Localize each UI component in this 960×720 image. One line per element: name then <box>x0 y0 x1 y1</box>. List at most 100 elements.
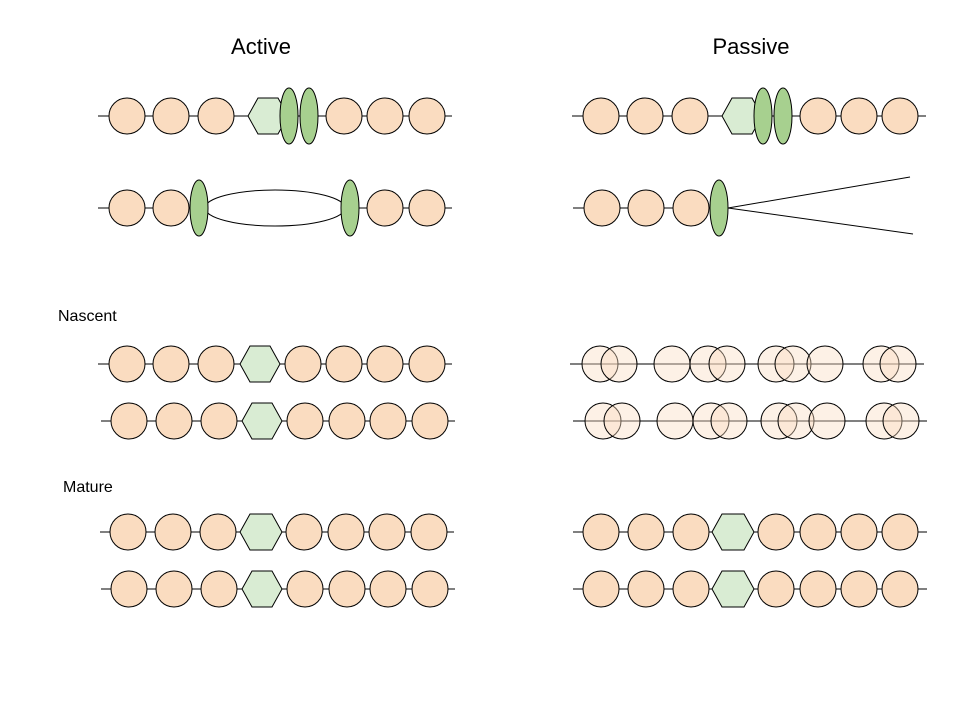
nucleosome-icon <box>757 513 795 551</box>
nucleosome-icon <box>284 345 322 383</box>
nucleosome-icon <box>154 513 192 551</box>
nucleosome-icon <box>109 513 147 551</box>
nucleosome-icon <box>672 513 710 551</box>
nucleosome-icon <box>882 402 920 440</box>
replication-fork-icon <box>709 179 729 237</box>
active-prereplication-strand <box>98 87 452 145</box>
nucleosome-icon <box>200 402 238 440</box>
passive-mature-strand-2 <box>573 570 927 608</box>
active-nascent-strand-2 <box>101 402 455 440</box>
nucleosome-icon <box>881 513 919 551</box>
nucleosome-icon <box>840 570 878 608</box>
nucleosome-icon <box>369 570 407 608</box>
nucleosome-icon <box>328 570 366 608</box>
replication-fork-icon <box>279 87 299 145</box>
nucleosome-icon <box>325 97 363 135</box>
nucleosome-icon <box>110 570 148 608</box>
nucleosome-icon <box>200 570 238 608</box>
replication-fork-icon <box>189 179 209 237</box>
nucleosome-icon <box>286 570 324 608</box>
nucleosome-icon <box>286 402 324 440</box>
nucleosome-icon <box>366 345 404 383</box>
nucleosome-icon <box>582 513 620 551</box>
nucleosome-icon <box>110 402 148 440</box>
passive-nascent-strand-1 <box>570 345 924 383</box>
nucleosome-icon <box>656 402 694 440</box>
nucleosome-icon <box>366 189 404 227</box>
nucleosome-icon <box>806 345 844 383</box>
nucleosome-icon <box>408 189 446 227</box>
marked-nucleosome-icon <box>239 345 281 383</box>
nucleosome-icon <box>672 570 710 608</box>
nucleosome-icon <box>408 345 446 383</box>
active-nascent-strand-1 <box>98 345 452 383</box>
nucleosome-icon <box>368 513 406 551</box>
heading-active: Active <box>231 34 291 59</box>
active-replication-bubble <box>98 179 452 237</box>
nucleosome-icon <box>627 513 665 551</box>
label-nascent: Nascent <box>58 308 117 325</box>
marked-nucleosome-icon <box>711 570 755 608</box>
marked-nucleosome-icon <box>241 570 283 608</box>
marked-nucleosome-icon <box>239 513 283 551</box>
nucleosome-icon <box>689 345 727 383</box>
marked-nucleosome-icon <box>241 402 283 440</box>
nucleosome-icon <box>108 345 146 383</box>
nucleosome-icon <box>108 97 146 135</box>
heading-passive: Passive <box>712 34 789 59</box>
nucleosome-icon <box>152 97 190 135</box>
nucleosome-icon <box>671 97 709 135</box>
nucleosome-icon <box>865 402 903 440</box>
nucleosome-icon <box>757 570 795 608</box>
passive-prereplication-strand <box>572 87 926 145</box>
nucleosome-icon <box>152 189 190 227</box>
nucleosome-icon <box>155 402 193 440</box>
nucleosome-icon <box>584 402 622 440</box>
nucleosome-icon <box>197 97 235 135</box>
nucleosome-icon <box>411 570 449 608</box>
nucleosome-icon <box>627 570 665 608</box>
nucleosome-icon <box>840 513 878 551</box>
nucleosome-icon <box>808 402 846 440</box>
nucleosome-icon <box>777 402 815 440</box>
nucleosome-icon <box>411 402 449 440</box>
nucleosome-icon <box>757 345 795 383</box>
nucleosome-icon <box>199 513 237 551</box>
nucleosome-icon <box>285 513 323 551</box>
nucleosome-icon <box>862 345 900 383</box>
replication-fork-icon <box>340 179 360 237</box>
nucleosome-icon <box>603 402 641 440</box>
nucleosome-icon <box>710 402 748 440</box>
passive-mature-strand-1 <box>573 513 927 551</box>
nucleosome-icon <box>408 97 446 135</box>
daughter-strand-line <box>727 207 914 235</box>
replication-bubble-icon <box>204 189 346 227</box>
replication-fork-icon <box>753 87 773 145</box>
label-mature: Mature <box>63 479 113 496</box>
nucleosome-icon <box>653 345 691 383</box>
passive-replication-fork <box>573 176 914 237</box>
nucleosome-icon <box>325 345 363 383</box>
nucleosome-icon <box>799 570 837 608</box>
nucleosome-icon <box>327 513 365 551</box>
nucleosome-icon <box>840 97 878 135</box>
passive-nascent-strand-2 <box>573 402 927 440</box>
nucleosome-icon <box>672 189 710 227</box>
nucleosome-icon <box>881 570 919 608</box>
nucleosome-icon <box>582 570 620 608</box>
daughter-strand-line <box>727 176 911 209</box>
nucleosome-icon <box>366 97 404 135</box>
nucleosome-icon <box>108 189 146 227</box>
nucleosome-icon <box>197 345 235 383</box>
nucleosome-icon <box>600 345 638 383</box>
nucleosome-icon <box>774 345 812 383</box>
active-mature-strand-1 <box>100 513 454 551</box>
nucleosome-icon <box>155 570 193 608</box>
nucleosome-icon <box>626 97 664 135</box>
nucleosome-icon <box>627 189 665 227</box>
nucleosome-icon <box>799 513 837 551</box>
replication-fork-icon <box>773 87 793 145</box>
nucleosome-icon <box>708 345 746 383</box>
